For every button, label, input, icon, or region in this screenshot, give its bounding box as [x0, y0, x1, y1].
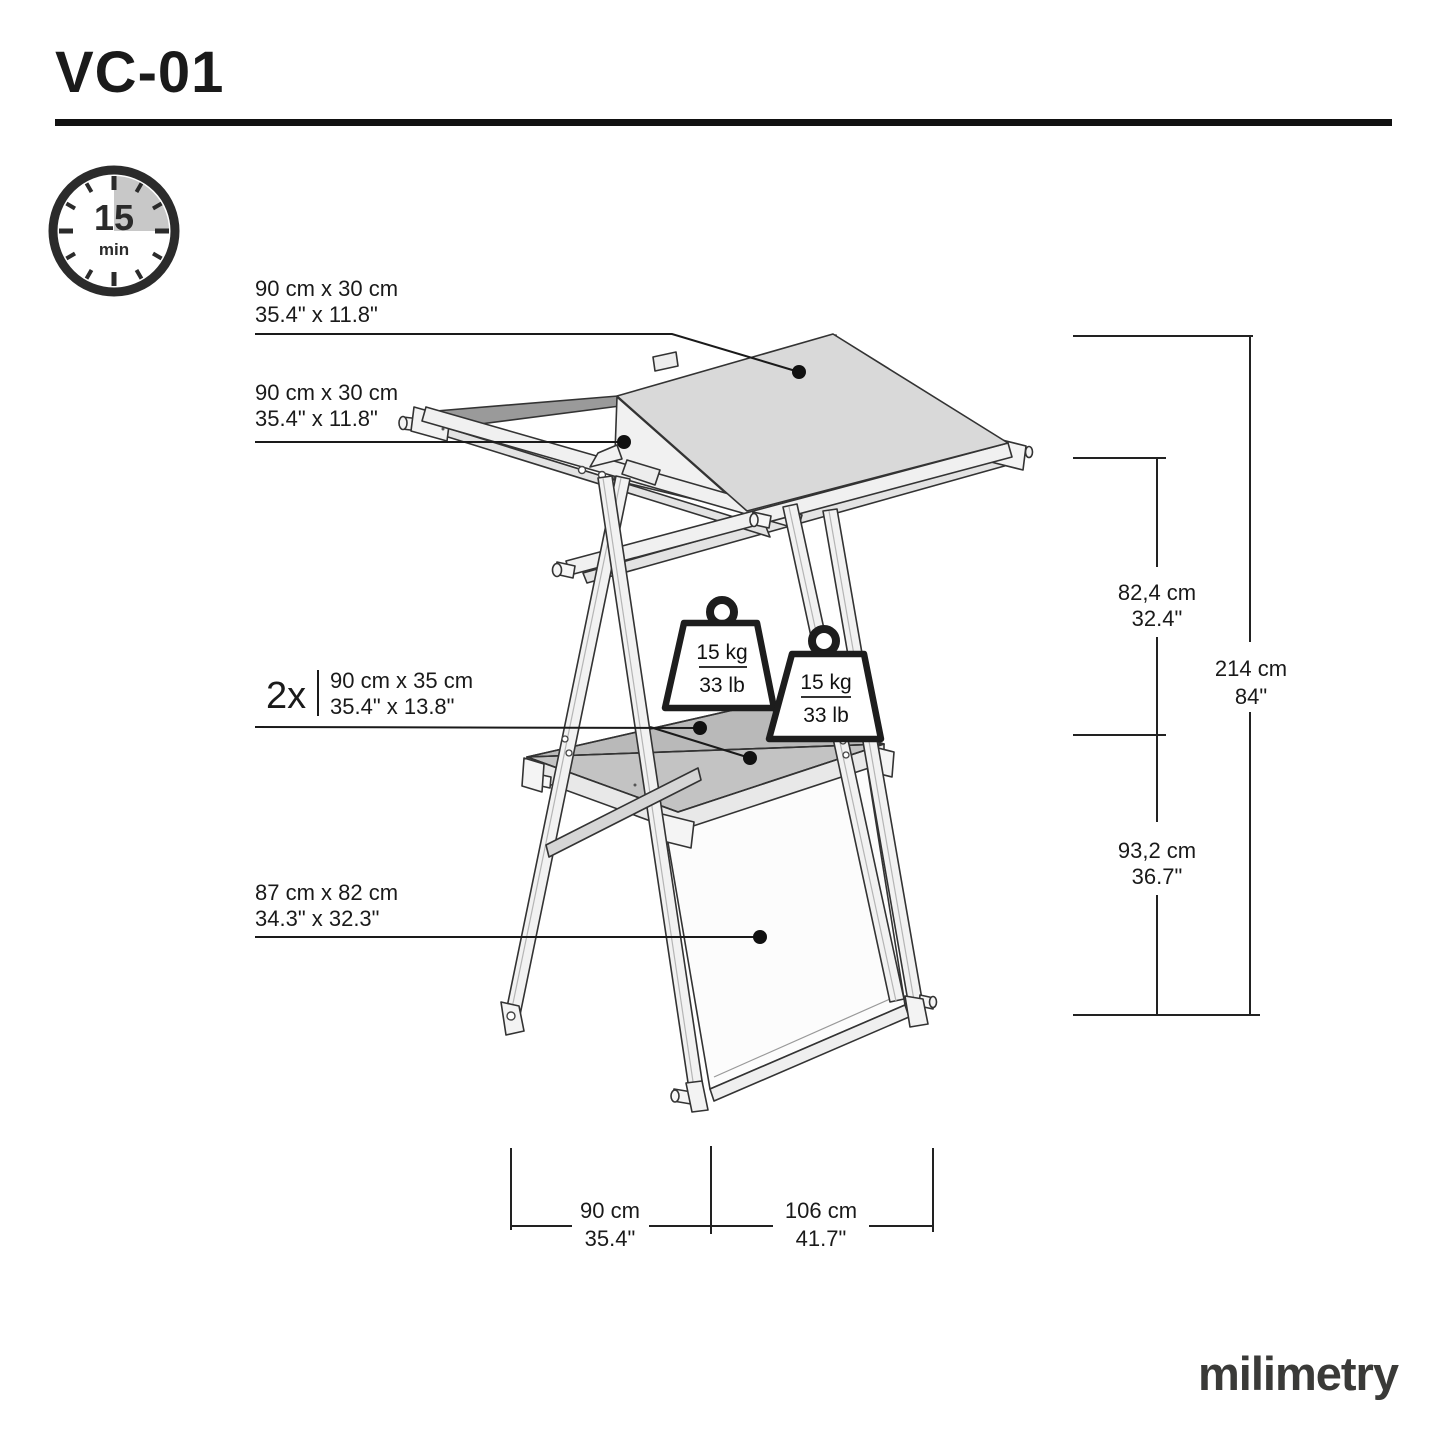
label-metric: 87 cm x 82 cm: [255, 880, 398, 905]
roof-cleat-1: [589, 444, 623, 468]
weight-lb-label: 33 lb: [803, 704, 849, 727]
clock-unit: min: [99, 240, 129, 259]
weight-icon-1: 15 kg 33 lb: [661, 596, 778, 712]
canopy: [398, 333, 1034, 584]
part-labels: 90 cm x 30 cm 35.4" x 11.8" 90 cm x 30 c…: [254, 276, 806, 944]
dim-imperial: 41.7": [796, 1226, 847, 1251]
right-front-foot: [904, 995, 929, 1028]
label-metric: 90 cm x 30 cm: [255, 276, 398, 301]
dim-metric: 93,2 cm: [1118, 838, 1196, 863]
label-qty: 2x: [266, 675, 306, 717]
dim-metric: 214 cm: [1215, 656, 1287, 681]
trestle-legs: [500, 475, 938, 1113]
left-back-leg: [500, 475, 631, 1036]
weight-kg-label: 15 kg: [696, 641, 747, 664]
right-back-leg: [782, 503, 905, 1003]
leader-dot-2: [743, 751, 757, 765]
dim-imperial: 35.4": [585, 1226, 636, 1251]
weight-lb-label: 33 lb: [699, 674, 745, 697]
dim-metric: 82,4 cm: [1118, 580, 1196, 605]
pivot-pegs: [551, 511, 772, 579]
assembly-time-icon: 15 min: [48, 165, 180, 297]
label-imperial: 35.4" x 11.8": [255, 302, 378, 327]
dim-depth: 106 cm 41.7": [785, 1198, 857, 1251]
label-tabletop: 2x 90 cm x 35 cm 35.4" x 13.8": [254, 668, 757, 765]
dim-upper-height: 82,4 cm 32.4": [1118, 580, 1196, 631]
right-front-leg: [822, 508, 938, 1028]
dim-lower-height: 93,2 cm 36.7": [1118, 838, 1196, 889]
brand-logo: milimetry: [1198, 1347, 1399, 1400]
leader-dot: [617, 435, 631, 449]
label-imperial: 35.4" x 13.8": [330, 694, 454, 719]
dim-imperial: 32.4": [1132, 606, 1183, 631]
weight-capacity-icons: 15 kg 33 lb 15 kg 33 lb: [661, 596, 885, 743]
weight-icon-2: 15 kg 33 lb: [765, 625, 885, 743]
leader-dot: [753, 930, 767, 944]
folding-brace: [545, 767, 702, 858]
page-title: VC-01: [55, 40, 224, 105]
leader-line: [255, 333, 800, 373]
weight-kg-label: 15 kg: [800, 671, 851, 694]
weight-handle-icon: [808, 625, 840, 657]
clock-ring: [48, 165, 180, 297]
leader-line-2: [649, 726, 751, 759]
label-imperial: 34.3" x 32.3": [255, 906, 379, 931]
dim-width: 90 cm 35.4": [580, 1198, 640, 1251]
dimension-lines: [1073, 335, 1260, 1016]
label-gable-panel: 90 cm x 30 cm 35.4" x 11.8": [255, 380, 631, 449]
leader-dot: [792, 365, 806, 379]
product-illustration: [398, 333, 1034, 1113]
dimension-lines: [510, 1146, 934, 1234]
ridge-cleat: [652, 351, 679, 372]
roof-front-slope: [616, 333, 1009, 512]
height-dimensions: 82,4 cm 32.4" 214 cm 84" 93,2 cm 36.7": [1073, 335, 1287, 1016]
clock-value: 15: [94, 197, 134, 238]
label-metric: 90 cm x 30 cm: [255, 380, 398, 405]
dim-imperial: 84": [1235, 684, 1267, 709]
label-metric: 90 cm x 35 cm: [330, 668, 473, 693]
title-rule: [55, 119, 1392, 126]
label-front-panel: 87 cm x 82 cm 34.3" x 32.3": [255, 880, 767, 944]
roof-cleat-2: [621, 459, 661, 486]
base-dimensions: 90 cm 35.4" 106 cm 41.7": [510, 1146, 934, 1251]
label-imperial: 35.4" x 11.8": [255, 406, 378, 431]
dim-metric: 90 cm: [580, 1198, 640, 1223]
dim-metric: 106 cm: [785, 1198, 857, 1223]
leader-line: [254, 726, 701, 729]
label-canopy-panel: 90 cm x 30 cm 35.4" x 11.8": [255, 276, 806, 379]
left-front-foot: [685, 1080, 709, 1113]
dim-total-height: 214 cm 84": [1215, 656, 1287, 709]
dim-imperial: 36.7": [1132, 864, 1183, 889]
left-front-leg: [597, 475, 709, 1113]
clock-quarter-sector: [114, 176, 169, 231]
leader-dot: [693, 721, 707, 735]
clock-ticks: [59, 176, 169, 286]
